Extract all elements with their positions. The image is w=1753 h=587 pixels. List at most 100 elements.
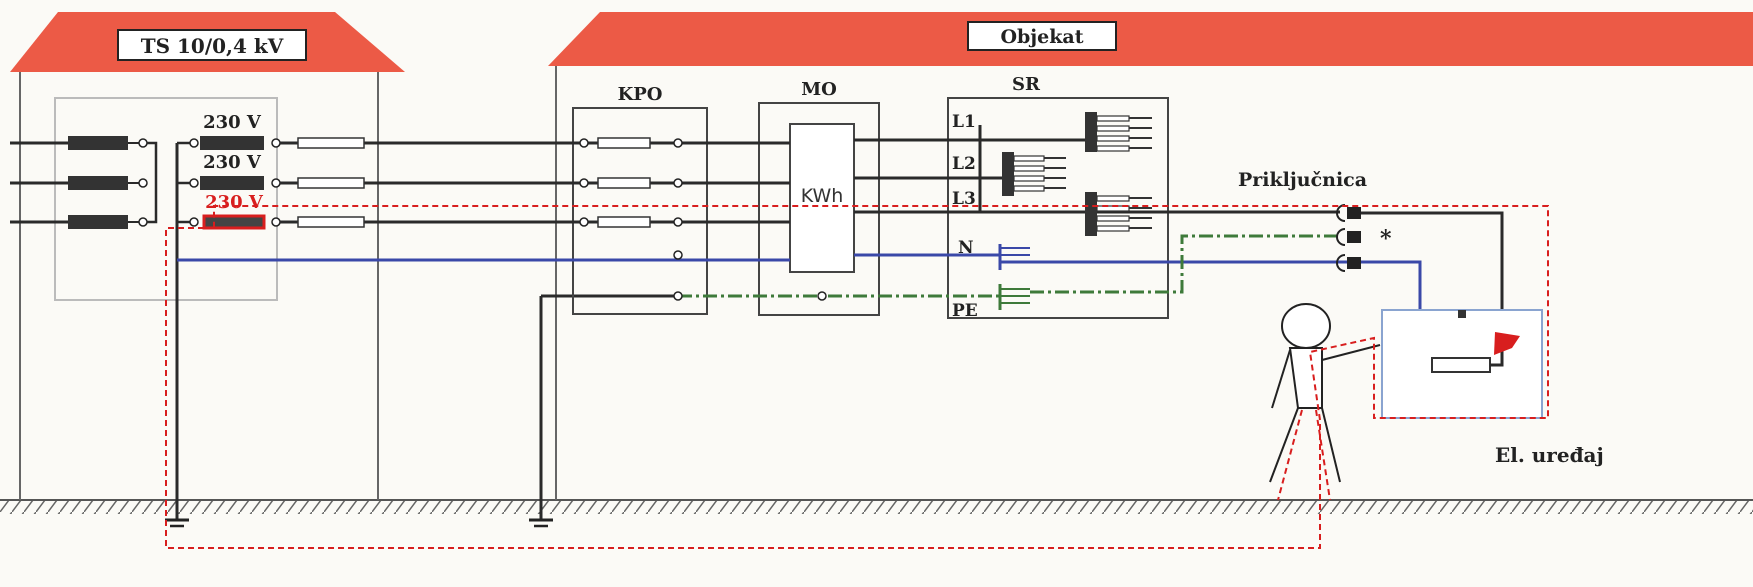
person-legs: [1269, 407, 1341, 483]
terminal: [673, 138, 683, 148]
fuse: [297, 137, 365, 149]
terminal: [579, 178, 589, 188]
terminal: [817, 291, 827, 301]
terminal: [673, 250, 683, 260]
secondary-winding-2: [200, 176, 264, 190]
socket-label: Priključnica: [1238, 169, 1367, 191]
fuse: [597, 216, 651, 228]
fuse: [597, 177, 651, 189]
housing-pe-terminal: [1458, 310, 1466, 318]
breaker: [1013, 165, 1045, 172]
terminal: [673, 217, 683, 227]
socket-outlet: Priključnica *: [1238, 169, 1504, 342]
breaker-rail-l2: [1002, 152, 1014, 196]
terminal: [138, 138, 148, 148]
substation-title-box: [117, 29, 307, 61]
secondary-winding-3-faulted: [202, 214, 266, 230]
appliance: El. uređaj: [1381, 309, 1604, 467]
terminal: [579, 138, 589, 148]
breaker: [1096, 225, 1130, 232]
socket-pin-n: [1347, 257, 1361, 269]
ground-hatch: [0, 500, 1753, 514]
heating-element: [1431, 357, 1491, 373]
phase-conductors: [280, 125, 1340, 224]
voltage-label-1: 230 V: [203, 112, 262, 133]
conductor-label-l2: L2: [952, 154, 976, 174]
secondary-winding-1: [200, 136, 264, 150]
breaker-rail-l1: [1085, 112, 1097, 152]
voltage-label-2: 230 V: [203, 152, 262, 173]
person-arm-right: [1321, 344, 1381, 361]
fault-path-through-body: [1277, 409, 1331, 501]
energy-meter-label: KWh: [801, 185, 844, 207]
conductor-label-l1: L1: [952, 112, 976, 132]
terminal: [673, 178, 683, 188]
terminal: [271, 138, 281, 148]
primary-winding-1: [68, 136, 128, 150]
conductor-label-l3: L3: [952, 189, 976, 209]
breaker: [1013, 155, 1045, 162]
pe-conductor: [673, 234, 1340, 310]
substation-title: TS 10/0,4 kV: [141, 34, 284, 58]
breaker-rail-l3: [1085, 192, 1097, 236]
building-title: Objekat: [1000, 26, 1083, 48]
transformer-windings: 230 V 230 V 230 V: [10, 112, 281, 520]
neutral-to-appliance: [1000, 260, 1432, 367]
terminal: [138, 217, 148, 227]
phase-to-appliance: [1361, 211, 1504, 342]
terminal: [673, 291, 683, 301]
fault-current-path: [165, 205, 1549, 549]
sr-box: [947, 97, 1169, 319]
breaker: [1096, 125, 1130, 132]
breaker: [1013, 185, 1045, 192]
person-head: [1281, 303, 1331, 349]
socket-contact-pe: [1336, 228, 1346, 246]
primary-winding-2: [68, 176, 128, 190]
terminal: [189, 138, 199, 148]
pe-to-socket: [1030, 234, 1340, 294]
terminal: [189, 217, 199, 227]
conductor-label-n: N: [958, 238, 974, 258]
kpo-box: [572, 107, 708, 315]
fuses: [297, 137, 683, 228]
breaker: [1096, 145, 1130, 152]
mo-label: MO: [801, 79, 837, 100]
breaker: [1096, 115, 1130, 122]
mo-box: [758, 102, 880, 316]
breaker: [1013, 175, 1045, 182]
appliance-label: El. uređaj: [1495, 443, 1604, 467]
socket-contact-n: [1336, 254, 1346, 272]
person-arm-left: [1271, 349, 1291, 409]
sr-label: SR: [1012, 74, 1041, 95]
fuse: [597, 137, 651, 149]
distribution-boxes: KPO MO KWh SR L1 L2 L3 N PE: [572, 74, 1169, 321]
consumer-building: Objekat: [548, 12, 1753, 500]
breaker-groups: [1002, 112, 1152, 236]
terminal: [138, 178, 148, 188]
person-touching-appliance: [1269, 303, 1381, 483]
fuse: [297, 177, 365, 189]
conductor-label-pe: PE: [952, 301, 978, 321]
breaker: [1096, 215, 1130, 222]
primary-winding-3: [68, 215, 128, 229]
terminal: [271, 178, 281, 188]
socket-pin-l: [1347, 207, 1361, 219]
breaker: [1096, 195, 1130, 202]
building-roof: [548, 12, 1753, 66]
pe-interrupted-marker: *: [1380, 226, 1392, 252]
fuse: [297, 216, 365, 228]
ground-electrodes: [165, 294, 678, 528]
building-title-box: [967, 21, 1117, 51]
terminal: [271, 217, 281, 227]
terminal: [189, 178, 199, 188]
terminal: [579, 217, 589, 227]
delta-connection: [147, 141, 158, 224]
energy-meter: [789, 123, 855, 273]
kpo-label: KPO: [618, 84, 663, 105]
socket-pin-pe: [1347, 231, 1361, 243]
substation-building: TS 10/0,4 kV: [10, 12, 405, 500]
breaker: [1096, 135, 1130, 142]
voltage-label-3: 230 V: [205, 192, 264, 213]
